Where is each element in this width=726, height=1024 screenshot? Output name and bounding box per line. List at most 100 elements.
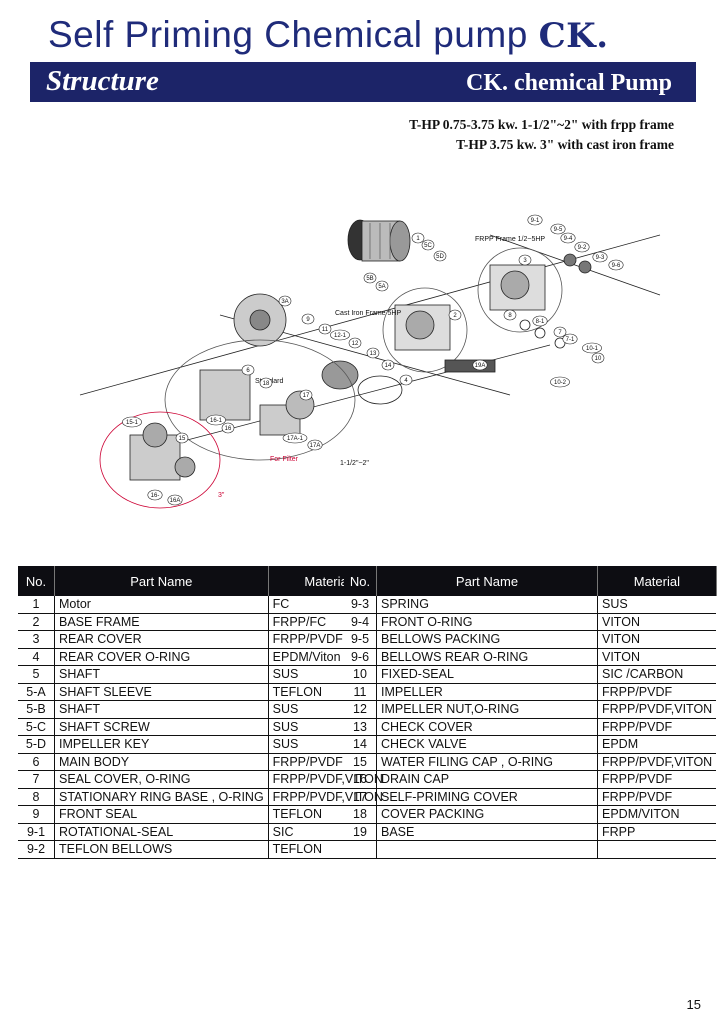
callout-bubble <box>560 232 576 244</box>
part-number: 17 <box>344 788 377 806</box>
part-name: FRONT O-RING <box>376 613 598 631</box>
part-name: BELLOWS REAR O-RING <box>376 648 598 666</box>
part-number: 3 <box>18 630 55 649</box>
callout-label: 8-1 <box>536 319 545 325</box>
callout-label: 12-1 <box>334 333 347 339</box>
part-material: VITON <box>597 613 717 631</box>
callout-label: 9-1 <box>531 218 540 224</box>
callout-bubble <box>318 323 332 335</box>
callout-bubble <box>448 309 462 321</box>
part-name: SHAFT SCREW <box>54 718 269 736</box>
section-subtitle: CK. chemical Pump <box>466 70 672 96</box>
part-name: BELLOWS PACKING <box>376 630 598 649</box>
part-number: 6 <box>18 753 55 771</box>
callout-bubble <box>282 432 308 444</box>
callout-bubble <box>574 241 590 253</box>
section-banner: Structure CK. chemical Pump <box>30 62 696 102</box>
part-material <box>597 840 717 859</box>
callout-bubble <box>175 432 189 444</box>
callout-label: 10-1 <box>586 346 599 352</box>
part-number: 9-4 <box>344 613 377 631</box>
part-name: BASE FRAME <box>54 613 269 631</box>
callout-bubble <box>122 416 142 428</box>
callout-bubble <box>167 494 183 506</box>
callout-label: 16A <box>170 498 181 504</box>
callout-bubble <box>221 422 235 434</box>
section-title: Structure <box>46 65 159 97</box>
part-name: FRONT SEAL <box>54 805 269 824</box>
title-text: Self Priming Chemical pump <box>48 14 528 55</box>
part-number: 13 <box>344 718 377 736</box>
callout-label: 5D <box>436 254 444 260</box>
callout-label: 15 <box>179 436 186 442</box>
part-number: 7 <box>18 770 55 789</box>
header-part-name: Part Name <box>376 566 598 596</box>
callout-bubble <box>550 223 566 235</box>
part-name: FIXED-SEAL <box>376 665 598 684</box>
callout-bubble <box>278 295 292 307</box>
callout-bubble <box>582 342 602 354</box>
callout-label: 13 <box>370 351 377 357</box>
part-number: 5-C <box>18 718 55 736</box>
callout-bubble <box>472 359 488 371</box>
part-name: STATIONARY RING BASE , O-RING <box>54 788 269 806</box>
callout-label: 17A <box>310 443 321 449</box>
callout-label: 17 <box>303 393 310 399</box>
part-material: FRPP/PVDF <box>597 788 717 806</box>
part-name: SELF-PRIMING COVER <box>376 788 598 806</box>
callout-bubble <box>375 280 389 292</box>
part-material: VITON <box>597 630 717 649</box>
part-number <box>344 840 377 859</box>
callout-label: 10 <box>595 356 602 362</box>
callout-label: 11 <box>322 327 329 333</box>
part-name: COVER PACKING <box>376 805 598 824</box>
callout-label: 10-2 <box>554 380 567 386</box>
callout-label: 14 <box>385 363 392 369</box>
part-number: 5-B <box>18 700 55 719</box>
callout-bubble <box>532 315 548 327</box>
brand-logo: CK. <box>538 16 609 56</box>
part-name: WATER FILING CAP , O-RING <box>376 753 598 771</box>
part-material: FRPP/PVDF <box>597 718 717 736</box>
part-material: VITON <box>597 648 717 666</box>
callout-bubble <box>259 377 273 389</box>
part-material: FRPP <box>597 823 717 841</box>
callout-label: 3 <box>523 258 527 264</box>
spec-lines: T-HP 0.75-3.75 kw. 1-1/2"~2" with frpp f… <box>409 115 674 155</box>
callout-label: 17A-1 <box>287 436 304 442</box>
part-number: 9-6 <box>344 648 377 666</box>
callout-label: 5C <box>424 243 432 249</box>
exploded-pump-diagram: FRPP Frame 1/2~5HP Cast Iron Frame 5HP S… <box>79 214 661 509</box>
part-number: 18 <box>344 805 377 824</box>
callout-bubble <box>562 333 578 345</box>
callout-label: 18 <box>263 381 270 387</box>
part-name <box>376 840 598 859</box>
part-number: 14 <box>344 735 377 754</box>
callout-bubble <box>299 389 313 401</box>
part-material: FRPP/PVDF <box>597 770 717 789</box>
part-name: BASE <box>376 823 598 841</box>
motor-part <box>347 219 411 262</box>
callout-label: 9-5 <box>554 227 563 233</box>
part-number: 9-3 <box>344 596 377 614</box>
callout-bubble <box>363 272 377 284</box>
part-number: 10 <box>344 665 377 684</box>
part-number: 5-D <box>18 735 55 754</box>
header-part-name: Part Name <box>54 566 269 596</box>
part-name: ROTATIONAL-SEAL <box>54 823 269 841</box>
callout-label: 16-1 <box>210 418 223 424</box>
callout-bubble <box>503 309 517 321</box>
